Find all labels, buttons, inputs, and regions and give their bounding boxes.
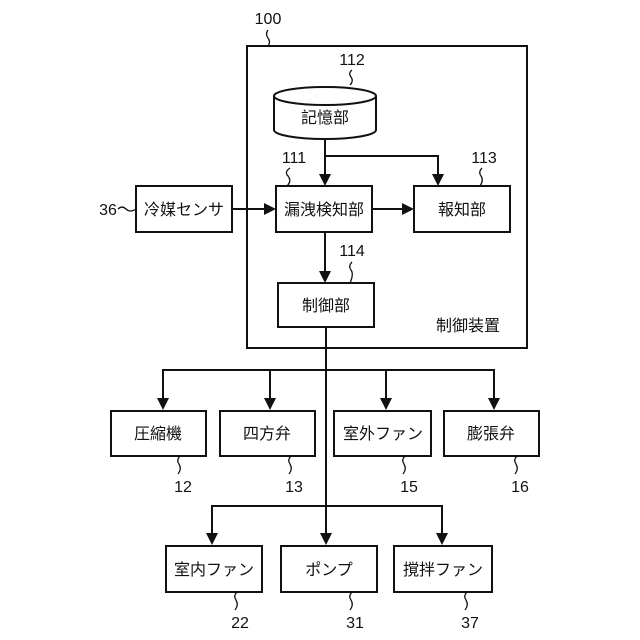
- refrigerant-sensor-lead: [118, 207, 136, 211]
- refrigerant-sensor-label: 冷媒センサ: [144, 200, 224, 219]
- leak-detection-unit-lead: [286, 168, 290, 186]
- compressor-label: 圧縮機: [134, 424, 182, 443]
- indoor-fan-label: 室内ファン: [174, 560, 254, 579]
- expansion-valve-lead: [515, 456, 518, 474]
- pump-label: ポンプ: [305, 560, 353, 579]
- leak-detection-unit-ref: 111: [282, 150, 306, 167]
- storage-unit-label: 記憶部: [301, 108, 349, 127]
- storage-unit-lead: [350, 70, 353, 85]
- outdoor-fan-lead: [403, 456, 406, 474]
- control-unit-ref: 114: [339, 243, 365, 260]
- pump-lead: [350, 592, 353, 610]
- refrigerant-sensor-ref: 36: [99, 202, 117, 219]
- stirring-fan-lead: [465, 592, 468, 610]
- control-device-lead: [267, 30, 270, 46]
- storage-unit: 記憶部: [274, 87, 376, 139]
- stirring-fan-ref: 37: [461, 615, 479, 632]
- compressor-lead: [178, 456, 181, 474]
- notification-unit-label: 報知部: [438, 200, 486, 219]
- outdoor-fan-ref: 15: [400, 479, 418, 496]
- indoor-fan-lead: [235, 592, 238, 610]
- four-way-valve-label: 四方弁: [243, 424, 291, 443]
- four-way-valve-lead: [289, 456, 292, 474]
- four-way-valve-ref: 13: [285, 479, 303, 496]
- storage-unit-ref: 112: [339, 52, 365, 69]
- expansion-valve-ref: 16: [511, 479, 529, 496]
- compressor-ref: 12: [174, 479, 192, 496]
- expansion-valve-label: 膨張弁: [467, 424, 515, 443]
- control-unit-label: 制御部: [302, 296, 350, 315]
- indoor-fan-ref: 22: [231, 615, 249, 632]
- control-device-label: 制御装置: [436, 316, 500, 335]
- leak-detection-unit-label: 漏洩検知部: [284, 200, 364, 219]
- notification-unit-ref: 113: [471, 150, 497, 167]
- control-unit-lead: [350, 262, 353, 283]
- pump-ref: 31: [346, 615, 364, 632]
- stirring-fan-label: 撹拌ファン: [403, 560, 483, 579]
- control-device-ref: 100: [255, 11, 282, 28]
- notification-unit-lead: [480, 168, 483, 186]
- outdoor-fan-label: 室外ファン: [343, 424, 423, 443]
